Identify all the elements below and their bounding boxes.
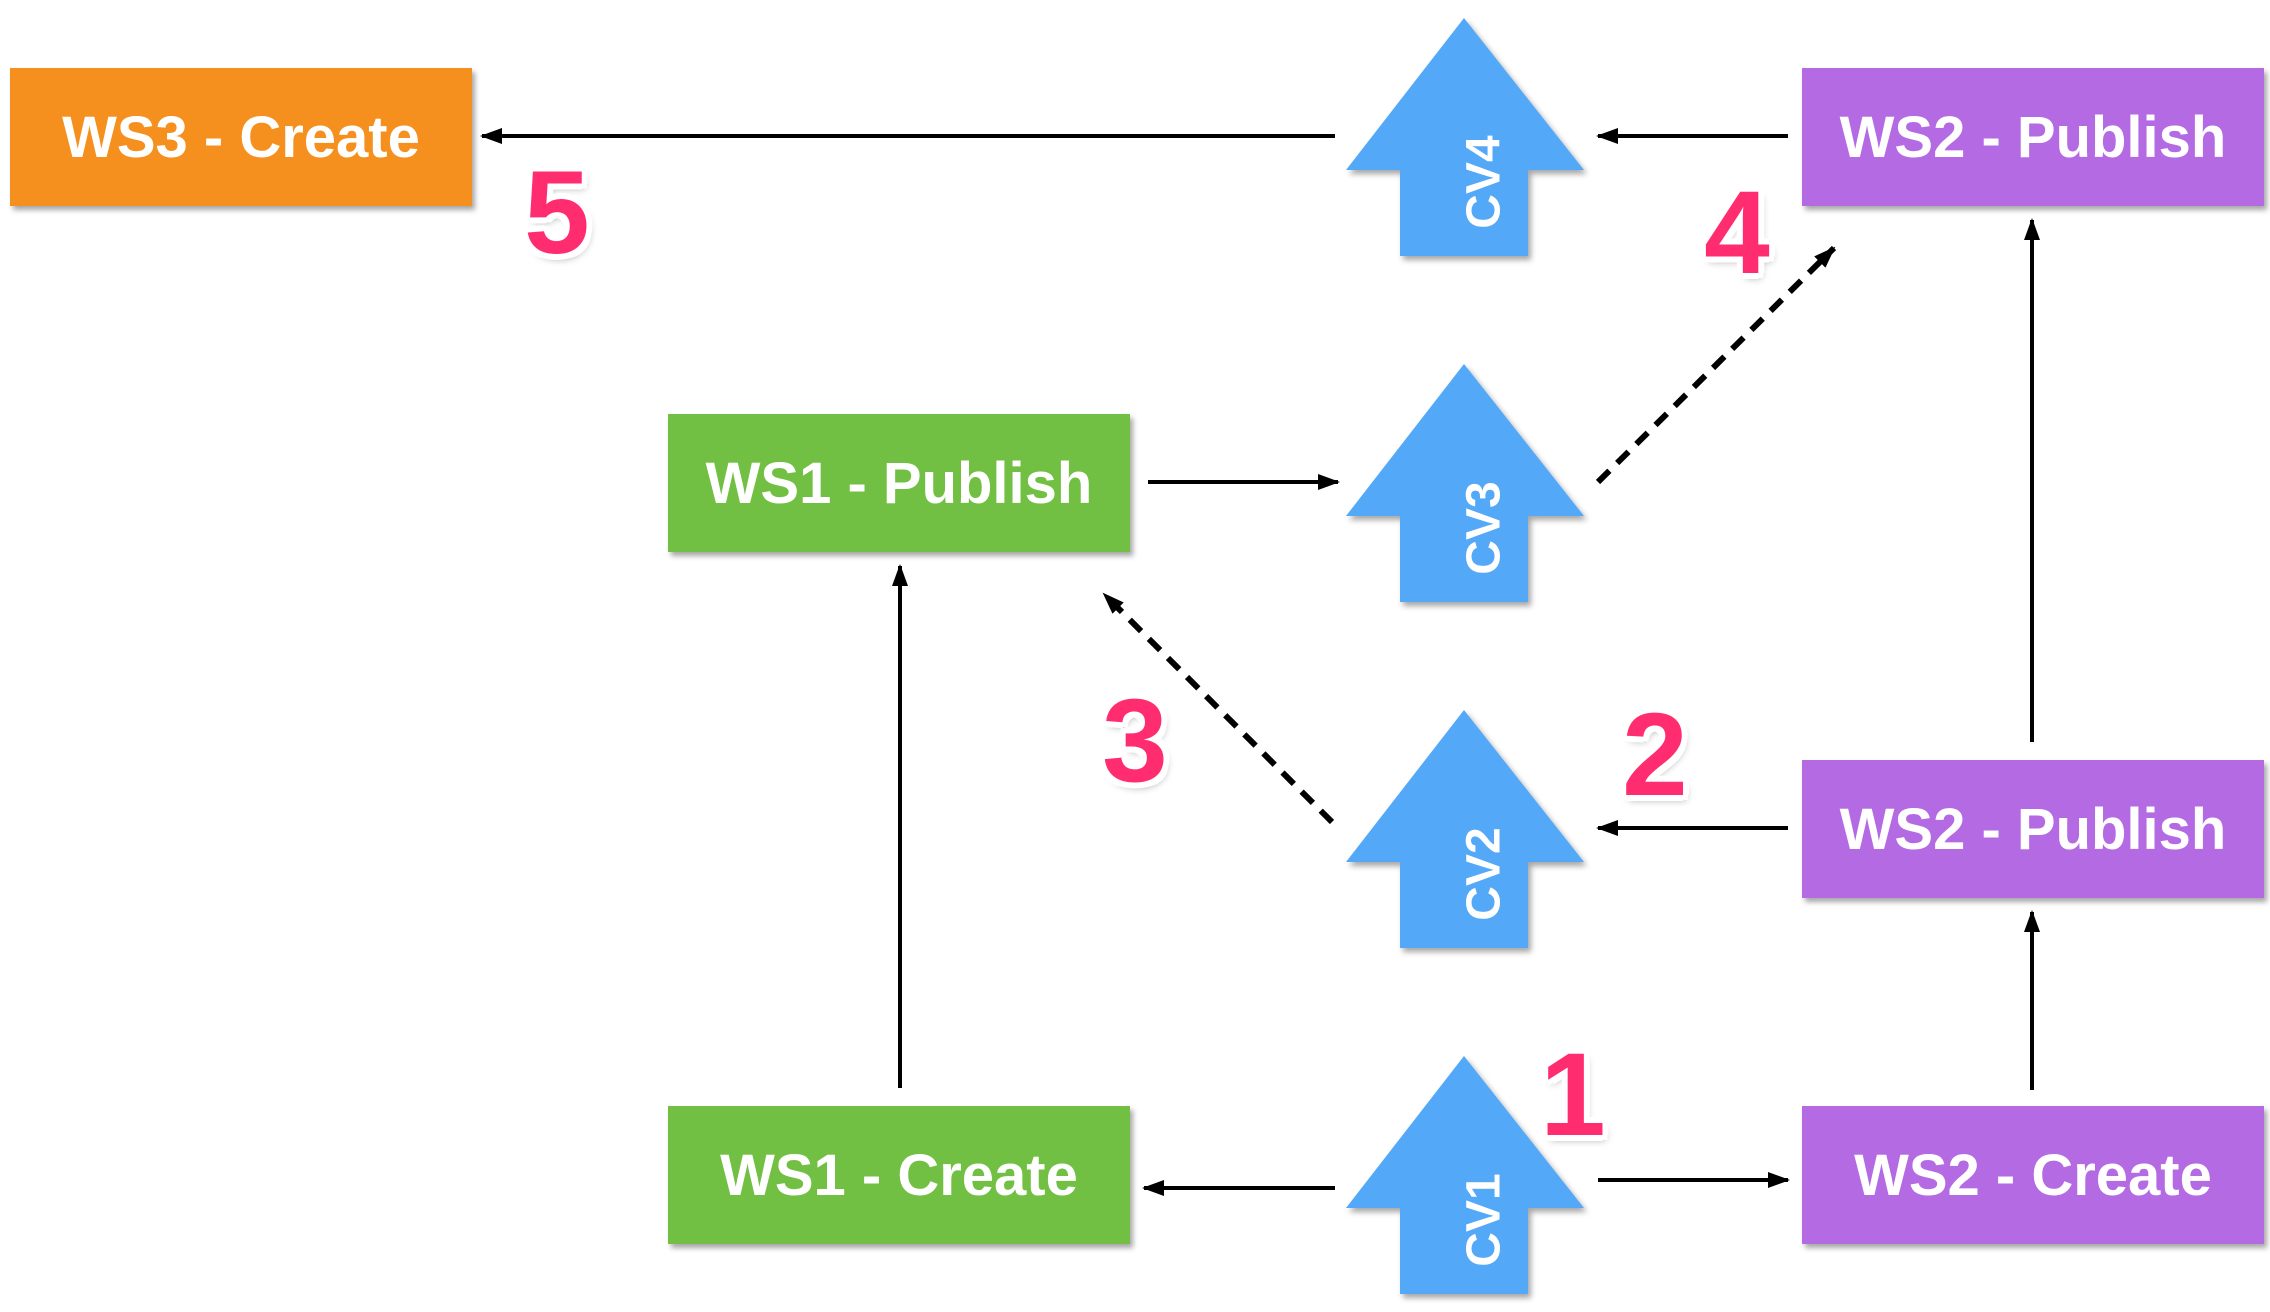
step-3-number: 3: [1102, 675, 1168, 807]
step-1-number: 1: [1540, 1029, 1606, 1161]
ws2-publish-mid-label: WS2 - Publish: [1839, 796, 2227, 862]
step-4-number: 4: [1704, 167, 1770, 299]
ws1-publish-box: WS1 - Publish: [668, 414, 1130, 552]
cv1-label: CV1: [1458, 1173, 1511, 1266]
ws3-create-box: WS3 - Create: [10, 68, 472, 206]
cv4-label: CV4: [1458, 135, 1511, 229]
step-2-number: 2: [1622, 689, 1688, 821]
cv2-arrow: CV2: [1346, 710, 1584, 948]
step-5-number: 5: [524, 147, 590, 279]
ws2-publish-top-label: WS2 - Publish: [1839, 104, 2227, 170]
ws1-create-box: WS1 - Create: [668, 1106, 1130, 1244]
cv3-arrow: CV3: [1346, 364, 1584, 602]
cv4-arrow: CV4: [1346, 18, 1584, 256]
ws3-create-label: WS3 - Create: [62, 104, 420, 170]
ws2-publish-mid-box: WS2 - Publish: [1802, 760, 2264, 898]
ws1-create-label: WS1 - Create: [720, 1142, 1078, 1208]
ws1-publish-label: WS1 - Publish: [705, 450, 1093, 516]
ws2-publish-top-box: WS2 - Publish: [1802, 68, 2264, 206]
cv1-arrow: CV1: [1346, 1056, 1584, 1294]
cv2-label: CV2: [1458, 827, 1511, 920]
cv3-label: CV3: [1458, 481, 1511, 574]
connector-cv3-to-ws2-publish-top: [1595, 245, 1837, 485]
ws2-create-box: WS2 - Create: [1802, 1106, 2264, 1244]
ws2-create-label: WS2 - Create: [1854, 1142, 2212, 1208]
